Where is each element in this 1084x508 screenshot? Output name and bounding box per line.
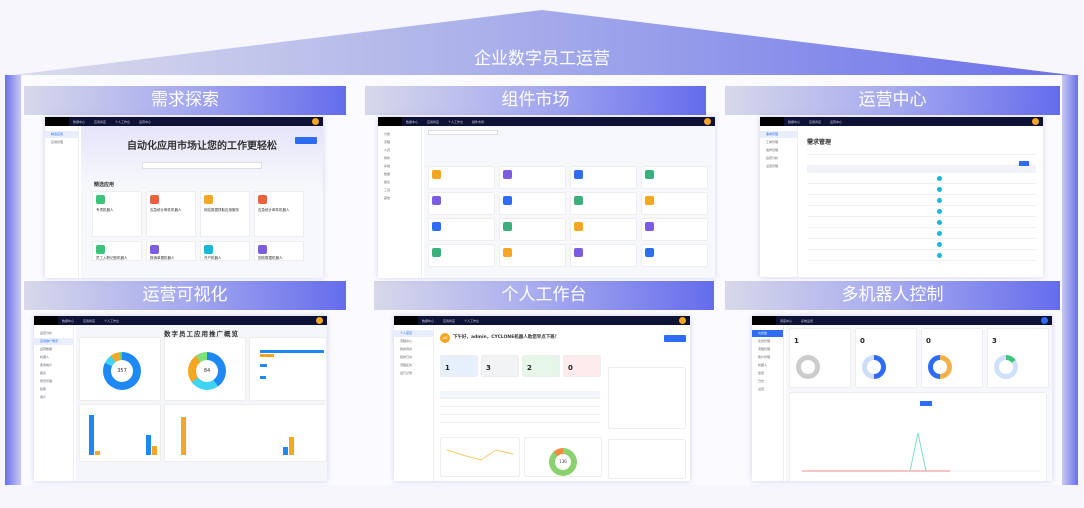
app-card[interactable]: 员工入职记账机器人 bbox=[92, 241, 142, 261]
app-card[interactable]: 专项机器人 bbox=[92, 191, 142, 237]
greeting: 下午好，admin，CYCLONE机器人助您早点下班! bbox=[453, 335, 557, 340]
screenshot-ops: 数据中心应用商店运营中心 需求管理工单管理发布管理运营分析设置管理 需求管理 bbox=[760, 117, 1043, 277]
section-header-market: 组件市场 bbox=[365, 86, 706, 115]
screenshot-market: 数据中心应用商店个人工作台组件市场 分类流程人员财务系统数据报表工具其他 bbox=[378, 117, 715, 278]
hero-title: 自动化应用市场让您的工作更轻松 bbox=[127, 141, 277, 152]
component-icon bbox=[645, 222, 654, 231]
table-row[interactable] bbox=[807, 239, 1036, 250]
component-card[interactable] bbox=[641, 244, 708, 267]
app-card[interactable]: 回收数据机器人 bbox=[254, 241, 304, 261]
app-list bbox=[608, 439, 686, 479]
screenshot-visual: 数据中心应用商店个人工作台 运营分析应用推广概览运营数据机器人使用统计报表场景管… bbox=[34, 316, 327, 481]
screenshot-workbench: 数据中心应用商店个人工作台 个人首页流程中心我的待办我的已办流程任务运行记录 A… bbox=[394, 316, 690, 481]
component-icon bbox=[574, 248, 583, 257]
component-icon bbox=[574, 170, 583, 179]
component-card[interactable] bbox=[641, 166, 708, 189]
app-card[interactable]: 开户机器人 bbox=[200, 241, 250, 261]
component-card[interactable] bbox=[641, 218, 708, 241]
submit-request-button[interactable] bbox=[295, 137, 317, 144]
chart-card: 84 bbox=[164, 337, 246, 401]
stat-card[interactable]: 3 bbox=[481, 355, 519, 377]
table-row[interactable] bbox=[807, 206, 1036, 217]
table-row[interactable] bbox=[807, 217, 1036, 228]
component-card[interactable] bbox=[499, 192, 566, 215]
section-header-explore: 需求探索 bbox=[24, 86, 346, 115]
component-icon bbox=[574, 196, 583, 205]
app-card[interactable]: 应急统计邮件机器人 bbox=[146, 191, 196, 237]
component-card[interactable] bbox=[499, 244, 566, 267]
table-row[interactable] bbox=[807, 250, 1036, 261]
chart-card bbox=[164, 404, 327, 462]
trend-chart bbox=[789, 392, 1047, 481]
left-pillar bbox=[5, 75, 21, 485]
component-card[interactable] bbox=[641, 192, 708, 215]
component-card[interactable] bbox=[428, 244, 495, 267]
component-card[interactable] bbox=[499, 166, 566, 189]
component-icon bbox=[574, 222, 583, 231]
component-icon bbox=[645, 248, 654, 257]
app-card[interactable]: 报销单据机器人 bbox=[146, 241, 196, 261]
component-icon bbox=[503, 222, 512, 231]
stat-card[interactable]: 0 bbox=[563, 355, 601, 377]
stat-card: 0 bbox=[921, 328, 983, 388]
section-title: 精选应用 bbox=[94, 182, 115, 188]
chart-card bbox=[79, 404, 161, 462]
component-card[interactable] bbox=[428, 218, 495, 241]
component-icon bbox=[645, 170, 654, 179]
chart-card: 357 bbox=[79, 337, 161, 401]
component-card[interactable] bbox=[570, 192, 637, 215]
stat-card: 3 bbox=[987, 328, 1049, 388]
component-card[interactable] bbox=[570, 218, 637, 241]
avatar: AD bbox=[440, 333, 450, 343]
component-icon bbox=[432, 170, 441, 179]
table-row[interactable] bbox=[807, 184, 1036, 195]
chart-card bbox=[249, 337, 327, 401]
component-icon bbox=[432, 222, 441, 231]
right-pillar bbox=[1062, 75, 1078, 485]
table-row[interactable] bbox=[807, 173, 1036, 184]
submit-request-button[interactable] bbox=[664, 335, 686, 342]
section-header-visual: 运营可视化 bbox=[24, 281, 346, 310]
query-button[interactable] bbox=[920, 401, 932, 406]
section-header-workbench: 个人工作台 bbox=[374, 281, 714, 310]
table-row[interactable] bbox=[807, 228, 1036, 239]
stat-card: 0 bbox=[855, 328, 917, 388]
table-row[interactable] bbox=[807, 195, 1036, 206]
ops-page-title: 需求管理 bbox=[807, 139, 832, 146]
app-card[interactable]: 应急统计邮件机器人 bbox=[254, 191, 304, 237]
component-icon bbox=[503, 248, 512, 257]
component-card[interactable] bbox=[428, 192, 495, 215]
app-card[interactable]: 网站数据抓取应用服务 bbox=[200, 191, 250, 237]
line-chart bbox=[440, 437, 520, 477]
section-header-ops: 运营中心 bbox=[725, 86, 1060, 115]
stat-card[interactable]: 2 bbox=[522, 355, 560, 377]
stat-card[interactable]: 1 bbox=[440, 355, 478, 377]
query-button[interactable] bbox=[1019, 161, 1029, 166]
donut-chart: 136 bbox=[524, 437, 602, 477]
component-icon bbox=[432, 196, 441, 205]
section-header-multi: 多机器人控制 bbox=[725, 281, 1060, 310]
visual-title: 数字员工应用推广概览 bbox=[164, 330, 239, 338]
stat-card: 1 bbox=[789, 328, 851, 388]
component-card[interactable] bbox=[428, 166, 495, 189]
component-card[interactable] bbox=[570, 166, 637, 189]
component-icon bbox=[503, 196, 512, 205]
screenshot-explore: 数据中心应用商店个人工作台运营中心 精选应用应用管理 自动化应用市场让您的工作更… bbox=[45, 117, 323, 278]
component-icon bbox=[432, 248, 441, 257]
component-icon bbox=[645, 196, 654, 205]
component-card[interactable] bbox=[499, 218, 566, 241]
component-card[interactable] bbox=[570, 244, 637, 267]
search-input[interactable] bbox=[142, 162, 262, 169]
todo-list bbox=[608, 367, 686, 429]
page-title: 企业数字员工运营 bbox=[474, 49, 610, 69]
search-input[interactable] bbox=[428, 130, 498, 135]
component-icon bbox=[503, 170, 512, 179]
